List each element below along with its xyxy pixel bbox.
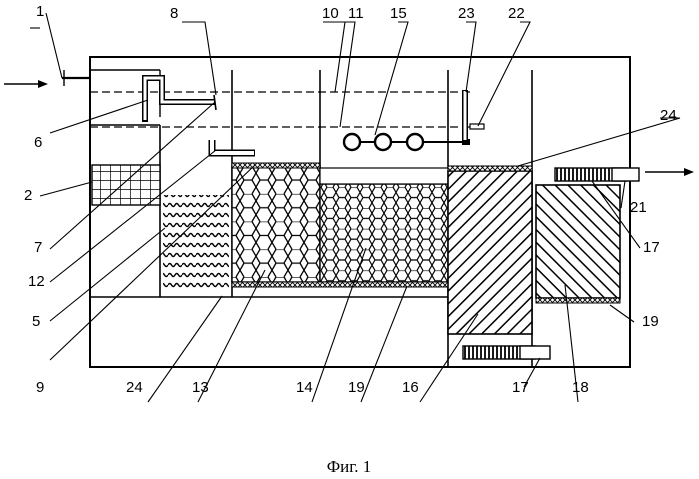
- label-17-bottom: 17: [512, 379, 529, 396]
- support-mesh-d: [536, 298, 620, 303]
- hex-media-large: [232, 166, 320, 282]
- label-2: 2: [24, 187, 32, 204]
- label-17-right: 17: [643, 239, 660, 256]
- support-mesh-b: [232, 282, 448, 287]
- airlift-inlet: [470, 124, 484, 129]
- label-24-top: 24: [660, 107, 677, 124]
- support-mesh-a: [232, 163, 320, 168]
- label-23: 23: [458, 5, 475, 22]
- figure-caption: Фиг. 1: [327, 457, 372, 476]
- support-mesh-c: [448, 166, 532, 171]
- air-pipe-1: [344, 134, 360, 150]
- label-21: 21: [630, 199, 647, 216]
- grid-filter: [92, 165, 160, 205]
- label-11: 11: [348, 5, 364, 22]
- label-19-right: 19: [642, 313, 659, 330]
- aerator-upper-end: [612, 168, 639, 181]
- hex-media-small: [320, 184, 448, 282]
- label-8: 8: [170, 5, 178, 22]
- air-pipe-3: [407, 134, 423, 150]
- label-15: 15: [390, 5, 407, 22]
- label-5: 5: [32, 313, 40, 330]
- label-16: 16: [402, 379, 419, 396]
- outlet-arrow-head: [684, 168, 694, 176]
- air-pipe-2: [375, 134, 391, 150]
- aerator-lower-end: [520, 346, 550, 359]
- label-24-bottom: 24: [126, 379, 143, 396]
- chamber-14-top: [320, 168, 448, 184]
- label-22: 22: [508, 5, 525, 22]
- label-12: 12: [28, 273, 45, 290]
- label-14: 14: [296, 379, 313, 396]
- label-18: 18: [572, 379, 589, 396]
- label-19-left: 19: [348, 379, 365, 396]
- hatched-block-16: [448, 171, 532, 334]
- label-13: 13: [192, 379, 209, 396]
- label-7: 7: [34, 239, 42, 256]
- inlet-arrow-head: [38, 80, 48, 88]
- label-1: 1: [36, 3, 44, 20]
- label-9: 9: [36, 379, 44, 396]
- siphon-pipe: [145, 78, 215, 122]
- label-10: 10: [322, 5, 339, 22]
- label-6: 6: [34, 134, 42, 151]
